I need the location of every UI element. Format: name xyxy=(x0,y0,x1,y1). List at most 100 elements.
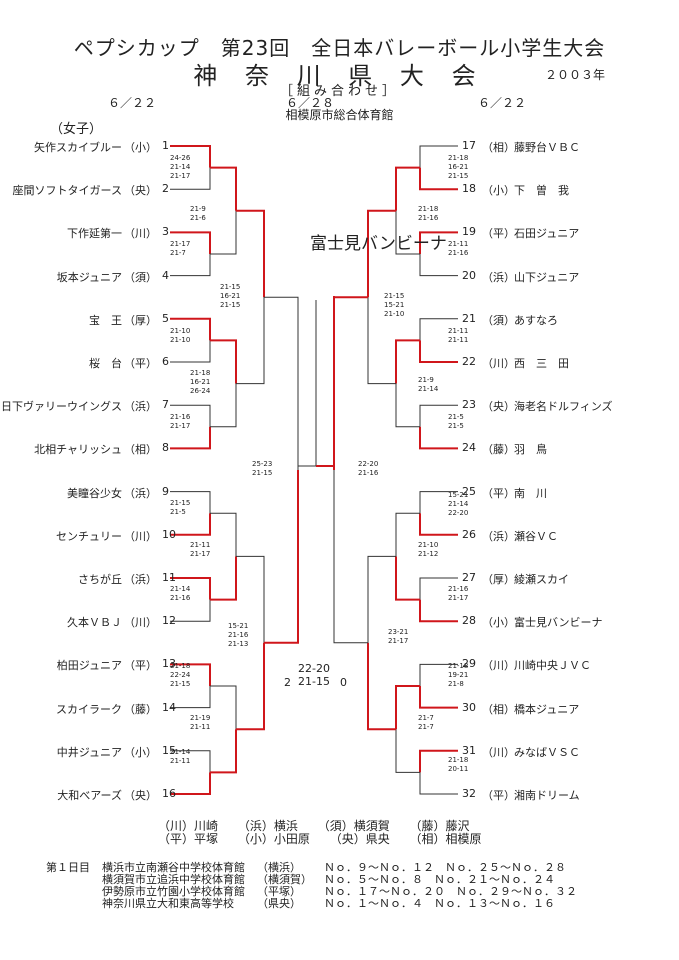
bracket-line xyxy=(236,209,265,298)
legend-item: （浜）横浜 xyxy=(237,819,298,833)
team-district: （央） xyxy=(482,400,515,414)
team-name: 下 曽 我 xyxy=(514,184,569,198)
bracket-line xyxy=(419,340,458,363)
bracket-line xyxy=(419,254,458,277)
team-name: 日下ヴァリーウイングス xyxy=(1,400,122,414)
set-score: 21-9 xyxy=(190,205,206,213)
set-score: 16-21 xyxy=(220,292,241,300)
team-number: 11 xyxy=(162,571,176,584)
set-score: 21-18 xyxy=(418,205,439,213)
team-number: 16 xyxy=(162,787,176,800)
set-score: 21-6 xyxy=(190,214,206,222)
bracket-line xyxy=(419,686,458,709)
team-district: （平） xyxy=(124,357,157,370)
team-number: 4 xyxy=(162,268,169,282)
bracket-line xyxy=(170,426,211,450)
bracket-line xyxy=(170,231,211,254)
bracket-line xyxy=(333,470,368,644)
set-score: 21-17 xyxy=(170,240,191,248)
set-score: 21-16 xyxy=(228,631,249,639)
team-number: 19 xyxy=(462,225,476,239)
final-sets-left: 2 xyxy=(284,676,291,689)
team-name: 桜 台 xyxy=(89,357,122,370)
bracket-line xyxy=(298,300,317,467)
bracket-line xyxy=(210,685,237,730)
legend-item: （平）平塚 xyxy=(158,832,219,846)
team-number: 28 xyxy=(462,614,476,628)
bracket-line xyxy=(170,686,211,709)
schedule-place: 神奈川県立大和東高等学校 xyxy=(102,897,234,910)
bracket-line xyxy=(210,556,237,601)
team-number: 12 xyxy=(162,614,176,628)
set-score: 21-18 xyxy=(448,756,469,764)
team-name: センチュリー xyxy=(56,529,122,543)
set-score: 21-11 xyxy=(170,757,191,765)
bracket-line xyxy=(264,470,299,644)
team-district: （厚） xyxy=(482,573,515,586)
bracket-line xyxy=(170,750,211,773)
set-score: 21-11 xyxy=(448,336,469,344)
bracket-line xyxy=(210,383,237,428)
bracket-line xyxy=(170,340,211,363)
set-score: 21-16 xyxy=(448,249,469,257)
team-number: 7 xyxy=(162,398,169,412)
bracket-line xyxy=(367,209,396,298)
bracket-line xyxy=(170,663,211,686)
team-name: 久本ＶＢＪ xyxy=(67,616,122,630)
team-name: 湘南ドリーム xyxy=(514,789,580,802)
team-district: （浜） xyxy=(482,529,515,543)
team-number: 13 xyxy=(162,657,176,671)
team-number: 15 xyxy=(162,743,176,757)
bracket-line xyxy=(419,577,458,600)
set-score: 21-18 xyxy=(448,154,469,162)
team-name: 坂本ジュニア xyxy=(56,270,122,284)
tournament-title: ペプシカップ 第23回 全日本バレーボール小学生大会 xyxy=(73,36,606,60)
team-name: 南 川 xyxy=(514,486,547,500)
team-name: 美瞳谷少女 xyxy=(67,486,122,500)
final-score: 22-20 21-15 xyxy=(298,662,330,688)
team-district: （平） xyxy=(482,789,515,802)
bracket-line xyxy=(367,297,396,385)
set-score: 21-10 xyxy=(170,327,191,335)
date-right: ６／２２ xyxy=(478,96,527,110)
team-number: 25 xyxy=(462,484,476,498)
team-number: 24 xyxy=(462,441,476,455)
team-number: 20 xyxy=(462,268,476,282)
tournament-subtitle: 神 奈 川 県 大 会 xyxy=(193,62,486,90)
team-number: 2 xyxy=(162,182,169,196)
bracket-line xyxy=(210,166,237,211)
team-district: （平） xyxy=(482,486,515,500)
final-sets-right: 0 xyxy=(340,676,347,689)
team-district: （川） xyxy=(124,616,157,630)
final-score-set1: 22-20 xyxy=(298,662,330,675)
bracket-line xyxy=(419,231,458,254)
team-district: （厚） xyxy=(124,313,157,327)
team-district: （浜） xyxy=(482,270,515,284)
team-name: 川崎中央ＪＶＣ xyxy=(514,659,591,673)
set-score: 21-12 xyxy=(418,550,439,558)
team-district: （須） xyxy=(124,270,157,284)
bracket-line xyxy=(419,772,458,795)
team-district: （小） xyxy=(124,745,157,759)
bracket-line xyxy=(419,749,458,773)
team-number: 23 xyxy=(462,398,476,412)
bracket-line xyxy=(395,556,420,601)
team-number: 26 xyxy=(462,527,476,541)
set-score: 21-16 xyxy=(170,594,191,602)
bracket-line xyxy=(210,512,237,557)
team-district: （小） xyxy=(124,141,157,154)
bracket-line xyxy=(170,577,211,600)
team-name: 柏田ジュニア xyxy=(56,659,122,673)
team-name: 矢作スカイブルー xyxy=(34,141,122,154)
